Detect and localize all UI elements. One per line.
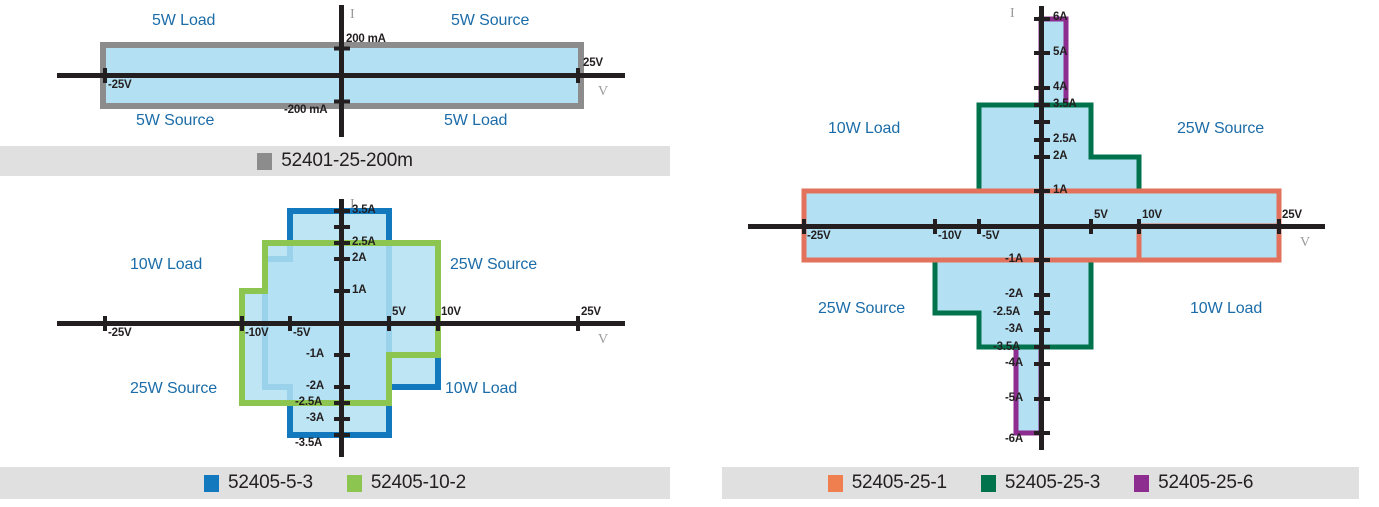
tick-label-v-pos: 25V — [583, 57, 603, 69]
legend-swatch-salmon — [827, 474, 843, 492]
legend-swatch-purple — [1134, 474, 1150, 492]
tick-label-v-pos25: 25V — [1282, 209, 1302, 221]
legend-label-52405-25-3: 52405-25-3 — [1004, 472, 1101, 493]
tick-label-i-neg3: -3A — [306, 412, 324, 424]
current-axis-letter: I — [350, 197, 355, 212]
quadrant-label-q1: 25W Source — [450, 256, 538, 273]
legend-label-52405-10-2: 52405-10-2 — [370, 472, 467, 493]
legend-label-52405-25-6: 52405-25-6 — [1158, 472, 1254, 493]
tick-label-i-2: 2A — [352, 252, 367, 264]
legend-52401: 52401-25-200m — [0, 146, 670, 176]
tick-label-i-2p5: 2.5A — [1053, 133, 1077, 145]
current-axis-letter: I — [350, 7, 355, 22]
tick-label-v-pos5: 5V — [392, 306, 406, 318]
panel-52401-25-200m: I V 5W Load 5W Source 5W Source 5W Load … — [0, 0, 670, 145]
legend-item-52401-25-200m[interactable]: 52401-25-200m — [257, 150, 413, 172]
tick-label-i-neg2p5: -2.5A — [993, 306, 1021, 318]
tick-label-i-neg2: -2A — [306, 380, 324, 392]
legend-item-52405-25-1[interactable]: 52405-25-1 — [827, 472, 947, 494]
tick-label-i-3p5: 3.5A — [352, 204, 376, 216]
panel-52405-low: I V 10W Load 25W Source 25W Source 10W L… — [0, 185, 670, 460]
tick-label-i-2: 2A — [1053, 150, 1068, 162]
tick-label-v-pos10: 10V — [441, 306, 461, 318]
tick-label-v-pos10: 10V — [1142, 209, 1162, 221]
tick-label-v-neg10: -10V — [245, 327, 269, 339]
quadrant-label-q1: 5W Source — [451, 12, 530, 29]
tick-label-v-pos5: 5V — [1094, 209, 1108, 221]
current-axis-letter: I — [1010, 6, 1015, 21]
chart-52401-plot — [57, 5, 625, 137]
quadrant-label-q4: 5W Load — [444, 112, 508, 129]
legend-swatch-gray — [257, 152, 273, 170]
tick-label-i-3p5: 3.5A — [1053, 98, 1077, 110]
legend-52405-25: 52405-25-1 52405-25-3 52405-25-6 — [722, 467, 1359, 499]
tick-label-i-neg4: -4A — [1005, 357, 1023, 369]
quadrant-label-q4: 10W Load — [1190, 300, 1263, 317]
chart-52405-low-plot — [57, 199, 625, 457]
legend-item-52405-25-3[interactable]: 52405-25-3 — [980, 472, 1101, 494]
quadrant-label-q3: 5W Source — [136, 112, 215, 129]
legend-swatch-darkgreen — [980, 474, 996, 492]
tick-label-v-neg10: -10V — [938, 230, 962, 242]
tick-label-v-neg5: -5V — [293, 327, 311, 339]
tick-label-i-neg6: -6A — [1005, 433, 1023, 445]
tick-label-i-neg1: -1A — [1005, 253, 1023, 265]
quadrant-label-q4: 10W Load — [445, 380, 518, 397]
quadrant-label-q3: 25W Source — [818, 300, 906, 317]
tick-label-i-neg5: -5A — [1005, 392, 1023, 404]
tick-label-v-pos25: 25V — [581, 306, 601, 318]
voltage-axis-letter: V — [1300, 235, 1311, 250]
legend-item-52405-25-6[interactable]: 52405-25-6 — [1134, 472, 1253, 494]
tick-label-v-neg25: -25V — [807, 230, 831, 242]
quadrant-label-q2: 10W Load — [828, 120, 901, 137]
tick-label-i-neg1: -1A — [306, 348, 324, 360]
legend-label-52401-25-200m: 52401-25-200m — [281, 150, 413, 171]
legend-label-52405-5-3: 52405-5-3 — [227, 472, 313, 493]
tick-label-i-neg2: -2A — [1005, 288, 1023, 300]
tick-label-i-neg3p5: -3.5A — [993, 341, 1021, 353]
tick-label-i-2p5: 2.5A — [352, 236, 376, 248]
legend-item-52405-10-2[interactable]: 52405-10-2 — [346, 472, 467, 494]
chart-52405-25-plot — [748, 6, 1325, 450]
tick-label-i-4: 4A — [1053, 81, 1068, 93]
legend-label-52405-25-1: 52405-25-1 — [851, 472, 947, 493]
voltage-axis-letter: V — [598, 84, 609, 99]
quadrant-label-q3: 25W Source — [130, 380, 218, 397]
legend-swatch-green — [346, 474, 362, 492]
legend-item-52405-5-3[interactable]: 52405-5-3 — [203, 472, 313, 494]
tick-label-v-neg5: -5V — [982, 230, 1000, 242]
quadrant-label-q2: 5W Load — [152, 12, 216, 29]
tick-label-i-neg3: -3A — [1005, 323, 1023, 335]
tick-label-i-neg: -200 mA — [284, 104, 328, 116]
legend-swatch-blue — [203, 474, 219, 492]
tick-label-i-neg2p5: -2.5A — [295, 396, 323, 408]
tick-label-i-6: 6A — [1053, 11, 1068, 23]
quadrant-label-q1: 25W Source — [1177, 120, 1265, 137]
tick-label-v-neg: -25V — [108, 79, 132, 91]
quadrant-label-q2: 10W Load — [130, 256, 203, 273]
tick-label-i-neg3p5: -3.5A — [295, 437, 323, 449]
tick-label-v-neg25: -25V — [108, 327, 132, 339]
tick-label-i-1: 1A — [352, 284, 367, 296]
voltage-axis-letter: V — [598, 332, 609, 347]
tick-label-i-1: 1A — [1053, 184, 1068, 196]
panel-52405-25: I V 10W Load 25W Source 25W Source 10W L… — [700, 0, 1379, 460]
tick-label-i-5: 5A — [1053, 46, 1068, 58]
tick-label-i-pos: 200 mA — [346, 33, 386, 45]
legend-52405-low: 52405-5-3 52405-10-2 — [0, 467, 670, 499]
